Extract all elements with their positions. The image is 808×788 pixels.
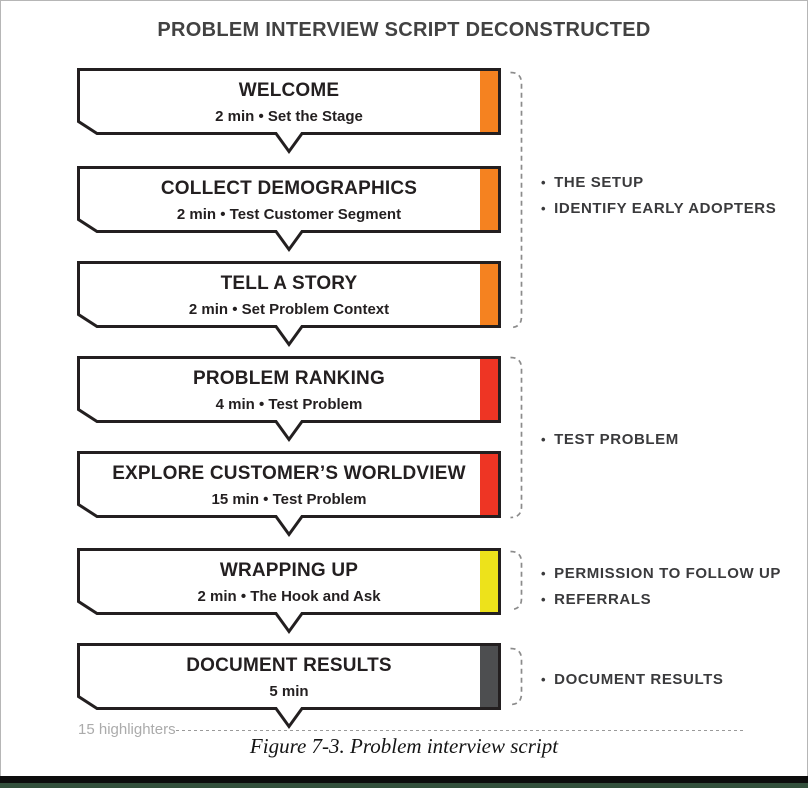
dashed-bracket-test-problem — [510, 356, 523, 519]
step-problem-ranking: PROBLEM RANKING 4 min • Test Problem — [77, 356, 501, 443]
annotation-item: • PERMISSION TO FOLLOW UP — [541, 561, 781, 587]
annotation-label: TEST PROBLEM — [554, 431, 679, 448]
step-subtitle: 15 min • Test Problem — [211, 491, 367, 508]
step-title: PROBLEM RANKING — [193, 368, 385, 389]
step-collect-demographics: COLLECT DEMOGRAPHICS 2 min • Test Custom… — [77, 166, 501, 253]
annotation-label: THE SETUP — [554, 174, 644, 191]
bullet-icon: • — [541, 175, 547, 190]
step-welcome: WELCOME 2 min • Set the Stage — [77, 68, 501, 155]
step-outline-with-arrow — [77, 548, 501, 635]
step-subtitle: 2 min • Set Problem Context — [188, 301, 390, 318]
step-title: WRAPPING UP — [219, 560, 359, 581]
annotation-item: • IDENTIFY EARLY ADOPTERS — [541, 196, 776, 222]
dashed-bracket-document — [510, 647, 523, 706]
annotation-group-test-problem: • TEST PROBLEM — [541, 427, 679, 453]
step-color-stripe — [480, 454, 498, 515]
annotation-label: REFERRALS — [554, 591, 652, 608]
step-subtitle: 4 min • Test Problem — [215, 396, 363, 413]
annotation-group-document: • DOCUMENT RESULTS — [541, 667, 723, 693]
annotation-item: • THE SETUP — [541, 170, 776, 196]
bullet-icon: • — [541, 432, 547, 447]
annotation-label: DOCUMENT RESULTS — [554, 671, 724, 688]
bullet-icon: • — [541, 201, 547, 216]
step-outline-with-arrow — [77, 166, 501, 253]
step-color-stripe — [480, 359, 498, 420]
step-color-stripe — [480, 264, 498, 325]
bullet-icon: • — [541, 672, 547, 687]
step-title: DOCUMENT RESULTS — [186, 655, 392, 676]
step-outline-with-arrow — [77, 643, 501, 730]
figure-caption: Figure 7-3. Problem interview script — [249, 734, 559, 758]
step-wrapping-up: WRAPPING UP 2 min • The Hook and Ask — [77, 548, 501, 635]
annotation-label: PERMISSION TO FOLLOW UP — [554, 565, 782, 582]
step-subtitle: 2 min • Test Customer Segment — [176, 206, 402, 223]
step-outline-with-arrow — [77, 451, 501, 538]
dashed-bracket-setup — [510, 71, 523, 329]
annotation-group-wrapup: • PERMISSION TO FOLLOW UP • REFERRALS — [541, 561, 781, 613]
step-title: COLLECT DEMOGRAPHICS — [160, 178, 418, 199]
dashed-bracket-wrapup — [510, 550, 523, 611]
step-explore-worldview: EXPLORE CUSTOMER’S WORLDVIEW 15 min • Te… — [77, 451, 501, 538]
step-subtitle: 2 min • The Hook and Ask — [197, 588, 381, 605]
annotation-item: • REFERRALS — [541, 587, 781, 613]
step-outline-with-arrow — [77, 68, 501, 155]
step-outline-with-arrow — [77, 356, 501, 443]
step-color-stripe — [480, 71, 498, 132]
annotation-item: • DOCUMENT RESULTS — [541, 667, 723, 693]
annotation-group-setup: • THE SETUP • IDENTIFY EARLY ADOPTERS — [541, 170, 776, 222]
step-title: TELL A STORY — [220, 273, 358, 294]
step-subtitle: 5 min — [269, 683, 309, 700]
step-title: WELCOME — [238, 80, 340, 101]
bottom-green-bar — [0, 783, 808, 788]
bullet-icon: • — [541, 592, 547, 607]
dashed-leader-line — [175, 729, 744, 731]
step-color-stripe — [480, 646, 498, 707]
step-color-stripe — [480, 551, 498, 612]
step-subtitle: 2 min • Set the Stage — [215, 108, 363, 125]
step-color-stripe — [480, 169, 498, 230]
highlighters-count[interactable]: 15 highlighters — [78, 720, 176, 738]
annotation-item: • TEST PROBLEM — [541, 427, 679, 453]
page-title: PROBLEM INTERVIEW SCRIPT DECONSTRUCTED — [157, 19, 651, 41]
step-title: EXPLORE CUSTOMER’S WORLDVIEW — [112, 463, 466, 484]
highlighters-row: 15 highlighters — [78, 720, 744, 738]
annotation-label: IDENTIFY EARLY ADOPTERS — [554, 200, 777, 217]
step-outline-with-arrow — [77, 261, 501, 348]
bottom-black-bar — [0, 776, 808, 783]
step-tell-a-story: TELL A STORY 2 min • Set Problem Context — [77, 261, 501, 348]
bullet-icon: • — [541, 566, 547, 581]
step-document-results: DOCUMENT RESULTS 5 min — [77, 643, 501, 730]
